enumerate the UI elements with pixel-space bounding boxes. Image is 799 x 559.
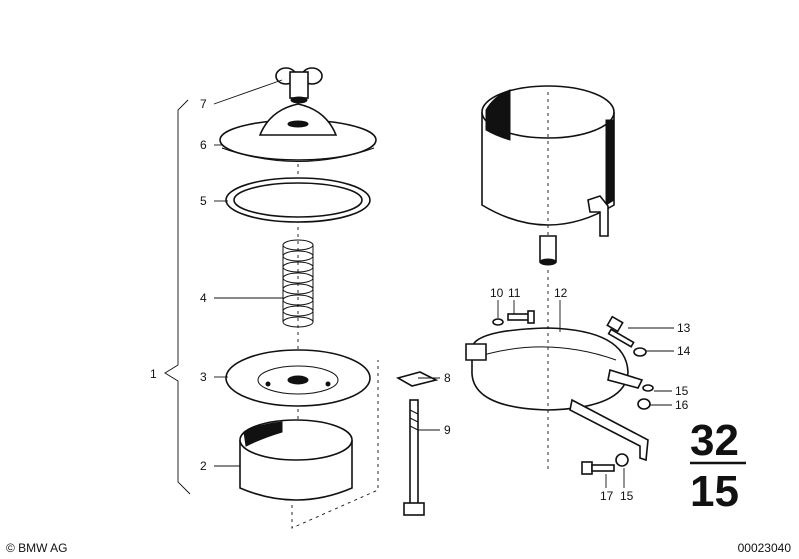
leader-7 (213, 79, 283, 105)
wing-nut (275, 67, 323, 104)
document-number: 00023040 (737, 541, 791, 555)
callout-2: 2 (200, 459, 207, 473)
callout-7: 7 (200, 97, 207, 111)
callout-3: 3 (200, 370, 207, 384)
clamp-band (465, 270, 649, 470)
callout-6: 6 (200, 138, 207, 152)
callout-13: 13 (677, 321, 691, 335)
base-plate (225, 349, 371, 407)
reservoir-tank (481, 85, 615, 266)
callout-8: 8 (444, 371, 451, 385)
dashed-link (291, 360, 379, 529)
bowl (239, 419, 353, 501)
callout-9: 9 (444, 423, 451, 437)
callout-12: 12 (554, 286, 568, 300)
page-ref-top: 32 (690, 416, 739, 465)
page-ref-bottom: 15 (690, 467, 739, 516)
gasket-ring (225, 177, 371, 223)
spring (282, 239, 314, 328)
callout-1: 1 (150, 367, 157, 381)
callout-17: 17 (600, 489, 614, 503)
callout-16: 16 (675, 398, 689, 412)
callout-5: 5 (200, 194, 207, 208)
callout-15-upper: 15 (675, 384, 689, 398)
clip (395, 371, 439, 387)
callout-11: 11 (508, 286, 521, 300)
hardware-14-15-16 (633, 347, 654, 410)
callout-4: 4 (200, 291, 207, 305)
cover (219, 103, 377, 162)
hardware-13 (606, 315, 635, 348)
assembly-bracket (164, 99, 191, 495)
copyright-notice: © BMW AG (6, 541, 68, 555)
callout-15-lower: 15 (620, 489, 634, 503)
long-bolt (403, 399, 425, 516)
hardware-17-15 (581, 453, 629, 475)
callout-14: 14 (677, 344, 691, 358)
hardware-10-11 (492, 310, 535, 326)
callout-10: 10 (490, 286, 504, 300)
